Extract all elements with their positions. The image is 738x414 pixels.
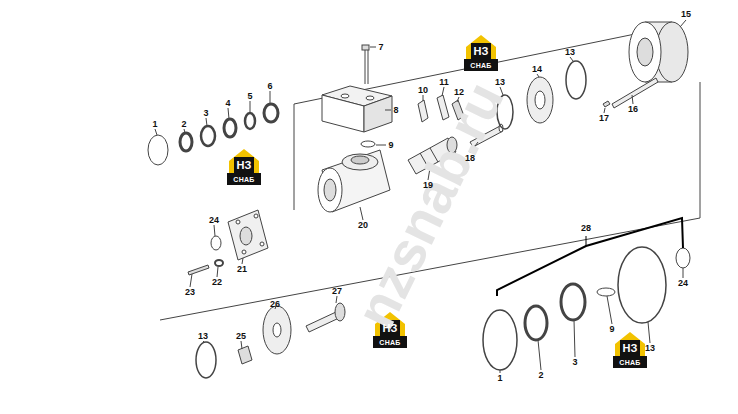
logo-text: СНАБ [233,176,254,183]
logo-roof [229,149,259,173]
logo-roof [466,35,496,59]
logo-text: НЗ [237,160,252,171]
callout-number: 8 [393,106,398,115]
callout-number: 12 [454,88,464,97]
callout-number: 3 [203,109,208,118]
logo-bar [373,336,407,348]
callout-number: 27 [332,287,342,296]
logo-text: НЗ [383,323,398,334]
callout-number: 24 [678,279,688,288]
logo-text: СНАБ [619,359,640,366]
callout-number: 25 [236,332,246,341]
logo-bar [613,356,647,368]
callout-number: 18 [465,154,475,163]
callout-number: 5 [247,92,252,101]
logo-bar [464,59,498,71]
callout-number: 1 [497,374,502,383]
callout-number: 15 [681,10,691,19]
callout-number: 20 [358,221,368,230]
callout-number: 4 [225,99,230,108]
callout-number: 2 [538,371,543,380]
logo-marks [227,35,647,368]
callout-number: 22 [212,278,222,287]
logo-text: СНАБ [379,339,400,346]
logo-square [234,157,254,173]
callout-number: 17 [599,114,609,123]
logo-roof [615,332,645,356]
callout-number: 14 [532,65,542,74]
callout-number: 24 [209,216,219,225]
logo-bar [227,173,261,185]
callout-number: 13 [565,48,575,57]
callout-number: 7 [378,43,383,52]
callout-number: 13 [495,78,505,87]
callout-number: 16 [628,105,638,114]
logo-text: СНАБ [470,62,491,69]
callout-number: 6 [267,82,272,91]
callout-number: 1 [152,120,157,129]
callout-number: 21 [237,265,247,274]
callout-number: 11 [439,78,449,87]
callout-number: 23 [185,288,195,297]
callout-number: 9 [609,325,614,334]
logo-text: НЗ [474,46,489,57]
callout-number: 13 [198,332,208,341]
callout-number: 3 [572,358,577,367]
callout-number: 10 [418,86,428,95]
callout-number: 9 [388,141,393,150]
logo-square [620,340,640,356]
callout-number: 13 [645,344,655,353]
callout-number: 28 [581,224,591,233]
logo-square [471,43,491,59]
callout-number: 26 [270,300,280,309]
callout-number: 19 [423,181,433,190]
callout-number: 2 [181,120,186,129]
logo-text: НЗ [623,343,638,354]
